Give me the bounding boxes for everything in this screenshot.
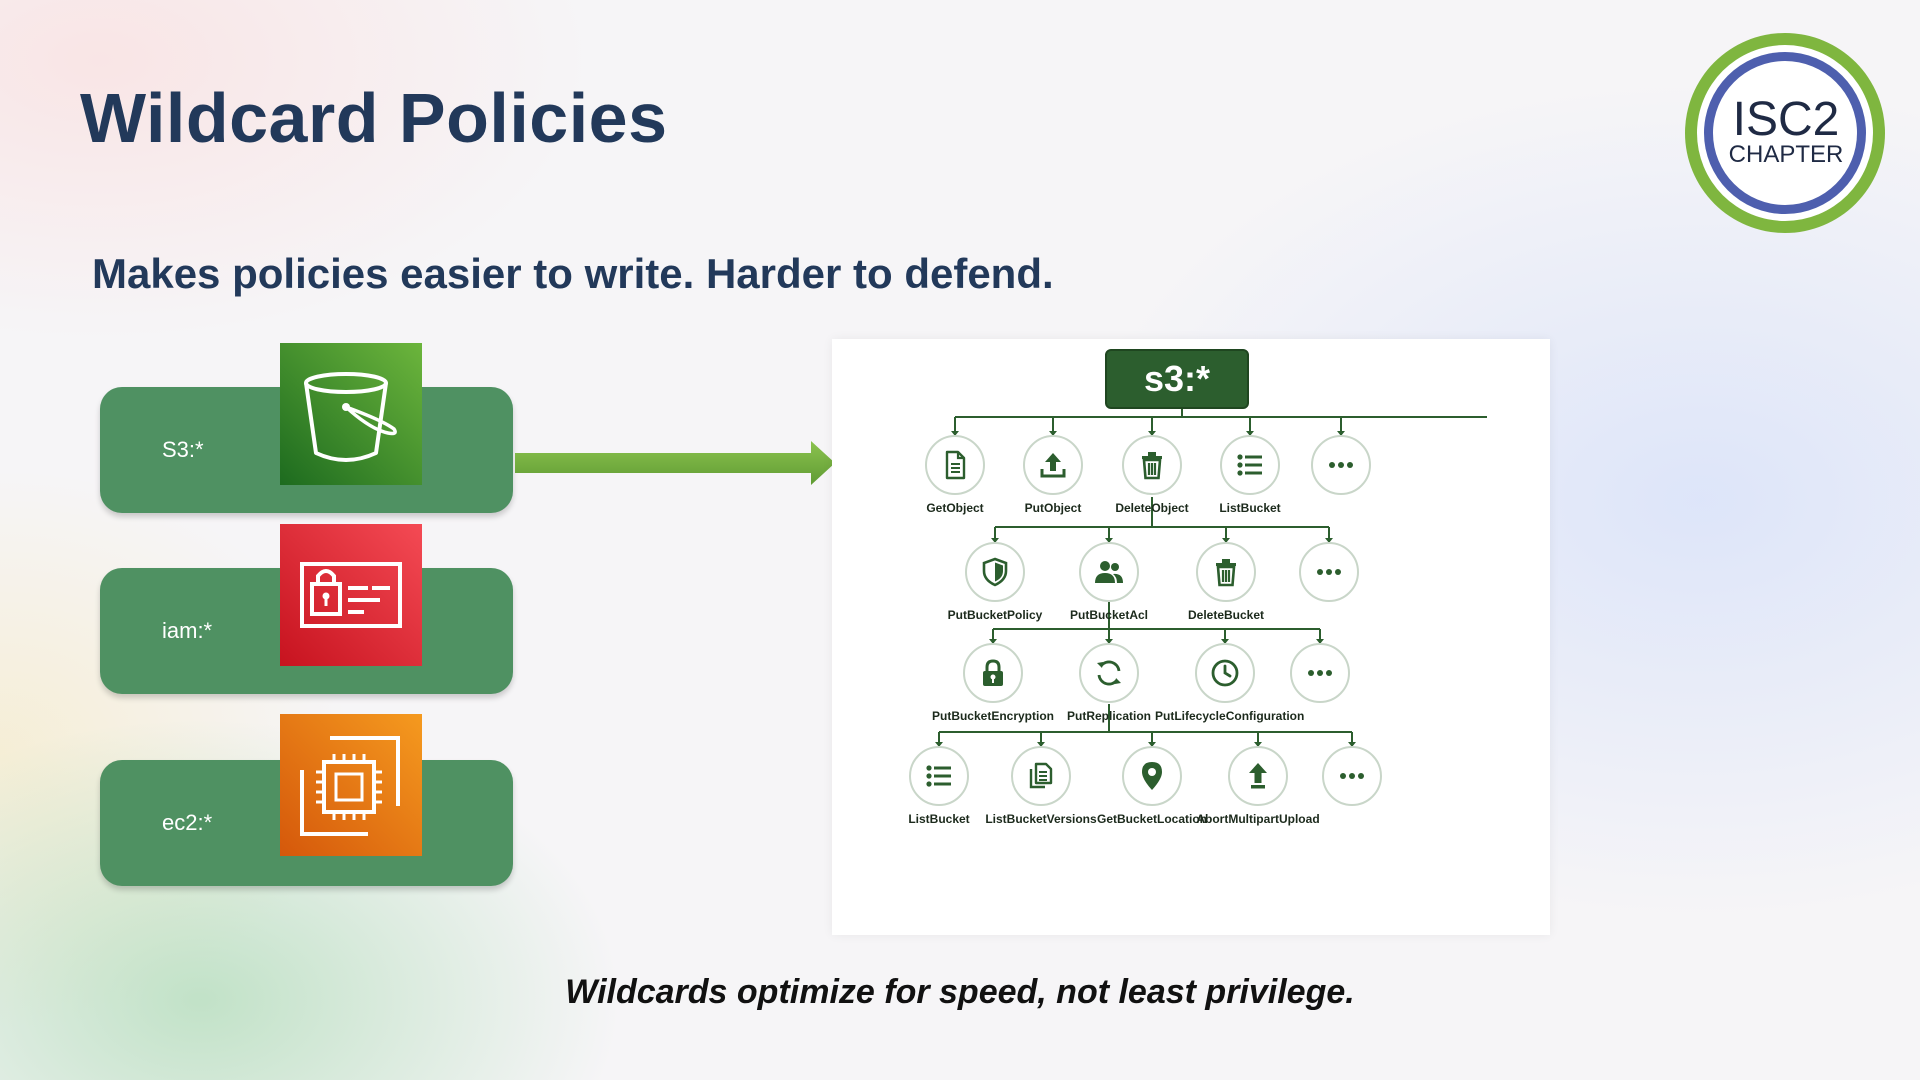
action-node-deletebucket: DeleteBucket [1156, 542, 1296, 642]
service-row-iam: iam:* [100, 524, 513, 694]
more-icon [1322, 746, 1382, 806]
action-node-getbucketlocation: GetBucketLocation [1082, 746, 1222, 846]
copy-icon [1011, 746, 1071, 806]
tree-connector-lines [935, 409, 1487, 747]
shield-icon [965, 542, 1025, 602]
action-node-more [1282, 746, 1422, 846]
action-label: PutBucketPolicy [947, 608, 1043, 622]
action-node-more [1259, 542, 1399, 642]
list-icon [909, 746, 969, 806]
action-label: PutBucketEncryption [931, 709, 1054, 723]
service-label-s3: S3:* [162, 437, 204, 462]
s3-actions-diagram: s3:* GetObject PutObject DeleteObject Li… [832, 339, 1550, 935]
action-label: PutLifecycleConfiguration [1155, 709, 1305, 723]
isc2-chapter-logo: ISC2 CHAPTER [1685, 33, 1885, 233]
action-label: DeleteObject [1115, 501, 1189, 515]
action-node-listbucketversions: ListBucketVersions [971, 746, 1111, 846]
action-node-more [1250, 643, 1390, 743]
more-icon [1311, 435, 1371, 495]
more-icon [1299, 542, 1359, 602]
sync-icon [1079, 643, 1139, 703]
upload-icon [1228, 746, 1288, 806]
action-node-deleteobject: DeleteObject [1082, 435, 1222, 535]
more-icon [1290, 643, 1350, 703]
action-label: AbortMultipartUpload [1196, 812, 1320, 826]
action-node-abortmultipartupload: AbortMultipartUpload [1188, 746, 1328, 846]
document-icon [925, 435, 985, 495]
action-label: PutObject [1024, 501, 1082, 515]
action-node-listbucket: ListBucket [1180, 435, 1320, 535]
action-node-more [1271, 435, 1411, 535]
action-label: PutReplication [1066, 709, 1151, 723]
action-node-putreplication: PutReplication [1039, 643, 1179, 743]
users-icon [1079, 542, 1139, 602]
ec2-chip-icon [280, 714, 422, 856]
action-label: PutBucketAcl [1069, 608, 1149, 622]
action-label: ListBucket [908, 812, 970, 826]
action-node-putbucketacl: PutBucketAcl [1039, 542, 1179, 642]
action-node-listbucket: ListBucket [869, 746, 1009, 846]
action-node-putbucketpolicy: PutBucketPolicy [925, 542, 1065, 642]
action-node-putobject: PutObject [983, 435, 1123, 535]
action-label: ListBucket [1219, 501, 1281, 515]
trash-icon [1122, 435, 1182, 495]
iam-id-card-lock-icon [280, 524, 422, 666]
action-node-putlifecycleconfiguration: PutLifecycleConfiguration [1155, 643, 1305, 743]
lock-icon [963, 643, 1023, 703]
action-label: GetBucketLocation [1096, 812, 1207, 826]
slide-footer-tagline: Wildcards optimize for speed, not least … [565, 973, 1355, 1011]
logo-line1: ISC2 [1733, 93, 1840, 146]
action-node-getobject: GetObject [885, 435, 1025, 535]
action-label: ListBucketVersions [985, 812, 1097, 826]
action-node-putbucketencryption: PutBucketEncryption [923, 643, 1063, 743]
clock-icon [1195, 643, 1255, 703]
arrow-right-icon [515, 441, 835, 485]
logo-line2: CHAPTER [1729, 141, 1844, 168]
trash-icon [1196, 542, 1256, 602]
service-row-s3: S3:* [100, 343, 513, 513]
location-pin-icon [1122, 746, 1182, 806]
service-label-iam: iam:* [162, 618, 213, 643]
service-label-ec2: ec2:* [162, 810, 213, 835]
slide-subtitle: Makes policies easier to write. Harder t… [92, 250, 1054, 297]
upload-icon [1023, 435, 1083, 495]
wildcard-root-node: s3:* [1105, 349, 1249, 409]
action-label: DeleteBucket [1187, 608, 1265, 622]
service-row-ec2: ec2:* [100, 714, 513, 886]
list-icon [1220, 435, 1280, 495]
slide-title: Wildcard Policies [80, 79, 668, 157]
s3-bucket-icon [280, 343, 422, 485]
action-label: GetObject [926, 501, 984, 515]
